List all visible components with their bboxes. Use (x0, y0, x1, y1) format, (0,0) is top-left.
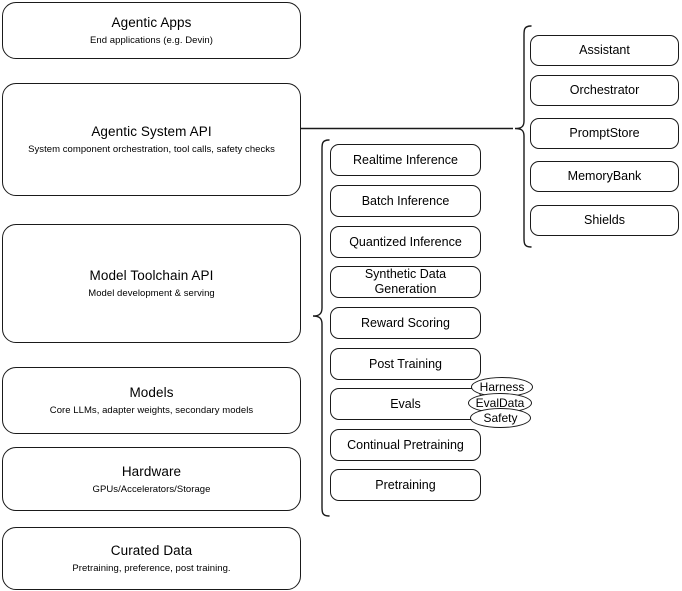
toolchain-item-continual-pretraining[interactable]: Continual Pretraining (330, 429, 481, 461)
layer-subtitle: Pretraining, preference, post training. (72, 563, 231, 574)
toolchain-item-realtime-inference[interactable]: Realtime Inference (330, 144, 481, 176)
system-component-shields[interactable]: Shields (530, 205, 679, 236)
toolchain-item-batch-inference[interactable]: Batch Inference (330, 185, 481, 217)
layer-title: Model Toolchain API (89, 268, 214, 283)
system-component-memorybank[interactable]: MemoryBank (530, 161, 679, 192)
tag-label: Safety (483, 411, 518, 425)
layer-card-hardware[interactable]: Hardware GPUs/Accelerators/Storage (2, 447, 301, 511)
layer-card-models[interactable]: Models Core LLMs, adapter weights, secon… (2, 367, 301, 434)
layer-subtitle: End applications (e.g. Devin) (90, 35, 213, 46)
system-component-assistant[interactable]: Assistant (530, 35, 679, 66)
item-label: Pretraining (375, 477, 436, 492)
layer-title: Agentic Apps (111, 15, 192, 30)
connector-system-api-to-components (301, 118, 516, 140)
item-label: Shields (584, 213, 625, 227)
layer-title: Models (129, 385, 174, 400)
bracket-toolchain-items (300, 136, 332, 524)
item-label: MemoryBank (567, 169, 642, 183)
item-label: Orchestrator (569, 83, 640, 97)
system-component-promptstore[interactable]: PromptStore (530, 118, 679, 149)
item-label: Batch Inference (361, 193, 450, 208)
item-label: PromptStore (569, 126, 640, 140)
layer-card-agentic-apps[interactable]: Agentic Apps End applications (e.g. Devi… (2, 2, 301, 59)
bracket-system-components (512, 24, 534, 250)
layer-card-model-toolchain-api[interactable]: Model Toolchain API Model development & … (2, 224, 301, 343)
toolchain-item-synthetic-data-generation[interactable]: Synthetic Data Generation (330, 266, 481, 298)
layer-subtitle: Model development & serving (88, 288, 215, 299)
layer-subtitle: GPUs/Accelerators/Storage (92, 483, 211, 495)
layer-subtitle: System component orchestration, tool cal… (28, 144, 275, 155)
item-label: Synthetic Data Generation (364, 267, 447, 296)
eval-tag-safety[interactable]: Safety (470, 408, 531, 428)
tag-label: Harness (479, 380, 525, 394)
toolchain-item-reward-scoring[interactable]: Reward Scoring (330, 307, 481, 339)
tag-label: EvalData (475, 396, 525, 410)
layer-title: Curated Data (110, 543, 193, 558)
item-label: Quantized Inference (349, 234, 462, 249)
layer-card-agentic-system-api[interactable]: Agentic System API System component orch… (2, 83, 301, 196)
eval-tag-harness[interactable]: Harness (471, 377, 533, 397)
layer-card-curated-data[interactable]: Curated Data Pretraining, preference, po… (2, 527, 301, 590)
system-component-orchestrator[interactable]: Orchestrator (530, 75, 679, 106)
layer-title: Agentic System API (91, 124, 212, 139)
layer-title: Hardware (121, 463, 182, 479)
item-label: Continual Pretraining (347, 437, 464, 452)
item-label: Reward Scoring (361, 315, 450, 330)
layer-subtitle: Core LLMs, adapter weights, secondary mo… (49, 405, 254, 416)
item-label: Assistant (579, 43, 630, 57)
item-label: Evals (390, 396, 421, 411)
toolchain-item-pretraining[interactable]: Pretraining (330, 469, 481, 501)
toolchain-item-quantized-inference[interactable]: Quantized Inference (330, 226, 481, 258)
eval-tag-evaldata[interactable]: EvalData (468, 393, 532, 413)
toolchain-item-evals[interactable]: Evals (330, 388, 481, 420)
item-label: Realtime Inference (353, 152, 458, 167)
toolchain-item-post-training[interactable]: Post Training (330, 348, 481, 380)
item-label: Post Training (369, 356, 442, 371)
